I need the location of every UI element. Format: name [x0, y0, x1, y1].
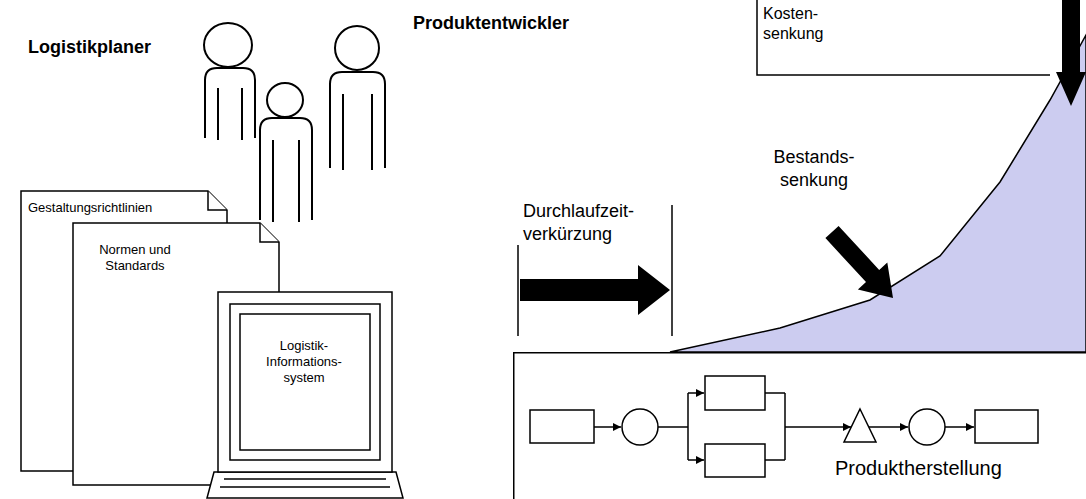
flow-line — [765, 392, 785, 394]
person-figure — [330, 26, 385, 170]
person-legs — [273, 140, 299, 222]
flow-arrow — [688, 459, 704, 461]
monitor-bezel — [230, 304, 380, 460]
flow-arrow — [785, 426, 851, 428]
person-figure — [260, 83, 312, 222]
person-body — [260, 118, 312, 220]
role-label: Produktentwickler — [413, 12, 569, 35]
person-legs — [343, 94, 372, 170]
flow-line — [765, 459, 785, 461]
effect-label: Durchlaufzeit- verkürzung — [523, 200, 668, 246]
flow-arrow — [688, 392, 704, 394]
process-area: Produktherstellung — [513, 352, 1086, 499]
person-head — [335, 26, 379, 70]
process-step — [975, 410, 1038, 443]
monitor-screen — [240, 314, 370, 450]
laptop-base — [207, 472, 403, 498]
lead-time-arrow — [520, 265, 670, 315]
inventory-arrow — [825, 226, 893, 298]
person-head — [267, 83, 303, 117]
flow-arrow — [594, 426, 621, 428]
node-text: Normen und Standards — [80, 242, 190, 274]
computer-screen: Logistik- Informations- system — [196, 290, 410, 499]
node-text: Logistik- Informations- system — [254, 338, 354, 386]
flow-split — [687, 393, 689, 460]
flow-arrow — [869, 426, 908, 428]
monitor-frame — [218, 292, 392, 472]
process-operation — [622, 409, 658, 445]
node-outline — [196, 290, 410, 499]
process-operation — [909, 409, 945, 445]
limit-bar — [517, 245, 519, 336]
node-text: Produktherstellung — [835, 456, 1002, 480]
effect-label: Bestands- senkung — [764, 146, 864, 192]
cost-arrow — [1056, 0, 1086, 106]
laptop — [207, 292, 403, 498]
person-legs — [218, 88, 242, 140]
process-step — [705, 376, 765, 410]
limit-bar — [671, 205, 673, 336]
process-storage — [844, 409, 876, 442]
person-figure — [204, 23, 255, 140]
effect-label: Kosten- senkung — [763, 4, 843, 44]
person-head — [204, 23, 252, 67]
node-text: Gestaltungsrichtlinien — [28, 200, 203, 216]
role-label: Logistikplaner — [28, 36, 151, 59]
page-fold — [260, 223, 279, 242]
band-outline — [514, 353, 1086, 499]
page-fold — [208, 191, 227, 210]
process-step — [530, 410, 594, 443]
process-arrows — [594, 393, 974, 460]
person-body — [205, 68, 255, 138]
cost-curve-area — [670, 35, 1086, 352]
person-body — [330, 72, 385, 168]
cost-frame — [757, 0, 1050, 75]
flow-arrow — [945, 426, 974, 428]
keyboard-lines — [220, 479, 390, 487]
flow-line — [658, 426, 688, 428]
process-step — [705, 444, 765, 477]
